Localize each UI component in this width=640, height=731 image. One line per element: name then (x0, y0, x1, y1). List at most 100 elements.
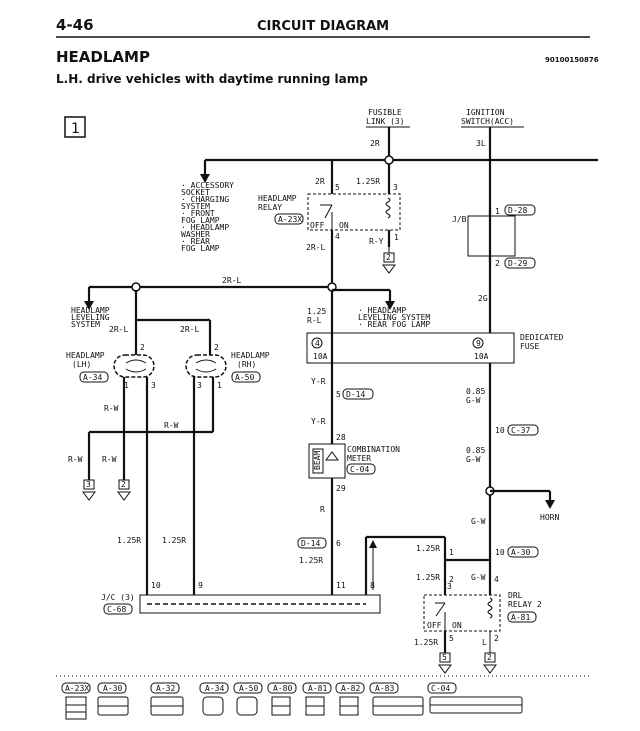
legend-a82: A-82 (335, 682, 365, 716)
pin-jc-9: 9 (198, 581, 203, 590)
jc-label: J/C (3) (101, 593, 135, 602)
page-subtitle: L.H. drive vehicles with daytime running… (56, 72, 368, 86)
pin-drl-4: 4 (494, 575, 499, 584)
pin-drl-2: 2 (449, 575, 454, 584)
connector-legend: A-23X A-30 A-32 A-34 A-50 A-8 (61, 682, 523, 720)
svg-text:· FRONT: · FRONT (181, 209, 215, 218)
wire-label-125-rl-2: R-L (307, 316, 322, 325)
wire-label-3l: 3L (476, 139, 486, 148)
arrow-leveling-right-icon (385, 301, 395, 310)
wire-label-125r-b: 1.25R (162, 536, 186, 545)
svg-text:· REAR FOG LAMP: · REAR FOG LAMP (358, 320, 430, 329)
pin-relay-1: 1 (394, 233, 399, 242)
pin-meter-29: 29 (336, 484, 346, 493)
drl-relay-label-2: RELAY 2 (508, 600, 542, 609)
fuse-pin-9-circle (472, 337, 484, 349)
legend-a81: A-81 (302, 682, 332, 716)
conn-label-a50: A-50 (235, 373, 254, 382)
legend-a83: A-83 (369, 682, 424, 716)
wire-label-085-gw-1b: G-W (466, 396, 481, 405)
headlamp-rh-label-1: HEADLAMP (231, 351, 270, 360)
fuse-pin-4-circle (311, 337, 323, 349)
wire-label-rw-lh: R-W (104, 404, 119, 413)
svg-text:LEVELING: LEVELING (71, 313, 110, 322)
sheet-number: 1 (71, 121, 80, 137)
wire-label-gw: G-W (471, 517, 486, 526)
pin-lh-3: 3 (151, 381, 156, 390)
pin-drl-2b: 2 (494, 634, 499, 643)
splice-bus-left (131, 282, 141, 292)
pin-jc-10: 10 (151, 581, 161, 590)
arrow-accessory-icon (200, 174, 210, 183)
wire-label-yr-1: Y-R (311, 377, 326, 386)
legend-c04: C-04 (427, 682, 523, 714)
page-title: HEADLAMP (56, 48, 150, 66)
fusible-link-label-2: LINK (3) (366, 117, 405, 126)
wire-label-rw-mid: R-W (164, 421, 179, 430)
svg-text:· REAR: · REAR (181, 237, 210, 246)
beam-label: BEAM (313, 451, 322, 470)
ground-left-b-box (118, 479, 130, 490)
wire-label-2r-relay: 2R (315, 177, 325, 186)
ignition-switch-label-2: SWITCH(ACC) (461, 117, 514, 126)
legend-a30: A-30 (97, 682, 129, 716)
conn-tag-c68 (103, 603, 133, 615)
wire-label-125-rl-1: 1.25 (307, 307, 326, 316)
headlamp-relay-box (307, 193, 401, 231)
headlamp-lh-filament-icon (125, 359, 147, 373)
conn-tag-a34 (79, 371, 109, 383)
leveling-right-list: · HEADLAMP LEVELING SYSTEM · REAR FOG LA… (358, 306, 430, 329)
splice-top (384, 155, 394, 165)
leveling-left-label: HEADLAMP LEVELING SYSTEM (71, 306, 110, 329)
pin-jc-8: 8 (370, 581, 375, 590)
svg-text:HEADLAMP: HEADLAMP (71, 306, 110, 315)
svg-text:SYSTEM: SYSTEM (181, 202, 210, 211)
pin-drl-1: 1 (449, 548, 454, 557)
wire-label-ry: R-Y (369, 237, 384, 246)
legend-a32: A-32 (150, 682, 184, 716)
conn-tag-a23x (274, 213, 304, 225)
svg-text:FOG LAMP: FOG LAMP (181, 244, 220, 253)
arrow-leveling-left-icon (84, 301, 94, 310)
svg-text:· HEADLAMP: · HEADLAMP (358, 306, 406, 315)
headlamp-rh-filament-icon (195, 359, 217, 373)
fuse-10a-left: 10A (313, 352, 328, 361)
accessory-list: · ACCESSORY SOCKET · CHARGING SYSTEM · F… (181, 181, 234, 253)
jb-label: J/B (452, 215, 467, 224)
sheet-number-box (64, 116, 86, 138)
pin-rh-1: 1 (217, 381, 222, 390)
section-title: CIRCUIT DIAGRAM (257, 19, 389, 34)
wire-label-rw-l1: R-W (68, 455, 83, 464)
conn-label-c68: C-68 (107, 605, 126, 614)
ignition-switch-label-1: IGNITION (466, 108, 505, 117)
conn-label-a30: A-30 (511, 548, 530, 557)
wire-label-2rl-bus: 2R-L (222, 276, 241, 285)
pin-relay-5: 5 (335, 183, 340, 192)
conn-tag-dm14 (297, 537, 327, 549)
ground-drl-a-pin: 5 (442, 653, 447, 662)
ground-drl-a-icon (438, 664, 452, 674)
pin-lh-1: 1 (124, 381, 129, 390)
ground-drl-b-box (484, 652, 496, 663)
conn-label-d28: D-28 (508, 206, 527, 215)
legend-a50: A-50 (233, 682, 263, 716)
svg-text:WASHER: WASHER (181, 230, 210, 239)
ground-left-b-icon (117, 491, 131, 501)
relay-on-label: ON (339, 221, 349, 230)
svg-text:LEVELING SYSTEM: LEVELING SYSTEM (358, 313, 430, 322)
wire-label-l: L (482, 638, 487, 647)
combination-meter-label-1: COMBINATION (347, 445, 400, 454)
headlamp-relay-label-1: HEADLAMP (258, 194, 297, 203)
wire-label-085-gw-1a: 0.85 (466, 387, 485, 396)
arrow-up-icon (369, 540, 377, 548)
horn-label: HORN (540, 513, 559, 522)
page-number: 4-46 (56, 16, 94, 34)
svg-text:A-82: A-82 (341, 684, 360, 693)
conn-tag-c04 (346, 463, 376, 475)
legend-a80: A-80 (267, 682, 297, 716)
wire-label-gw-drl: G-W (471, 573, 486, 582)
headlamp-relay-label-2: RELAY (258, 203, 282, 212)
pin-fuse-9: 9 (476, 339, 481, 348)
